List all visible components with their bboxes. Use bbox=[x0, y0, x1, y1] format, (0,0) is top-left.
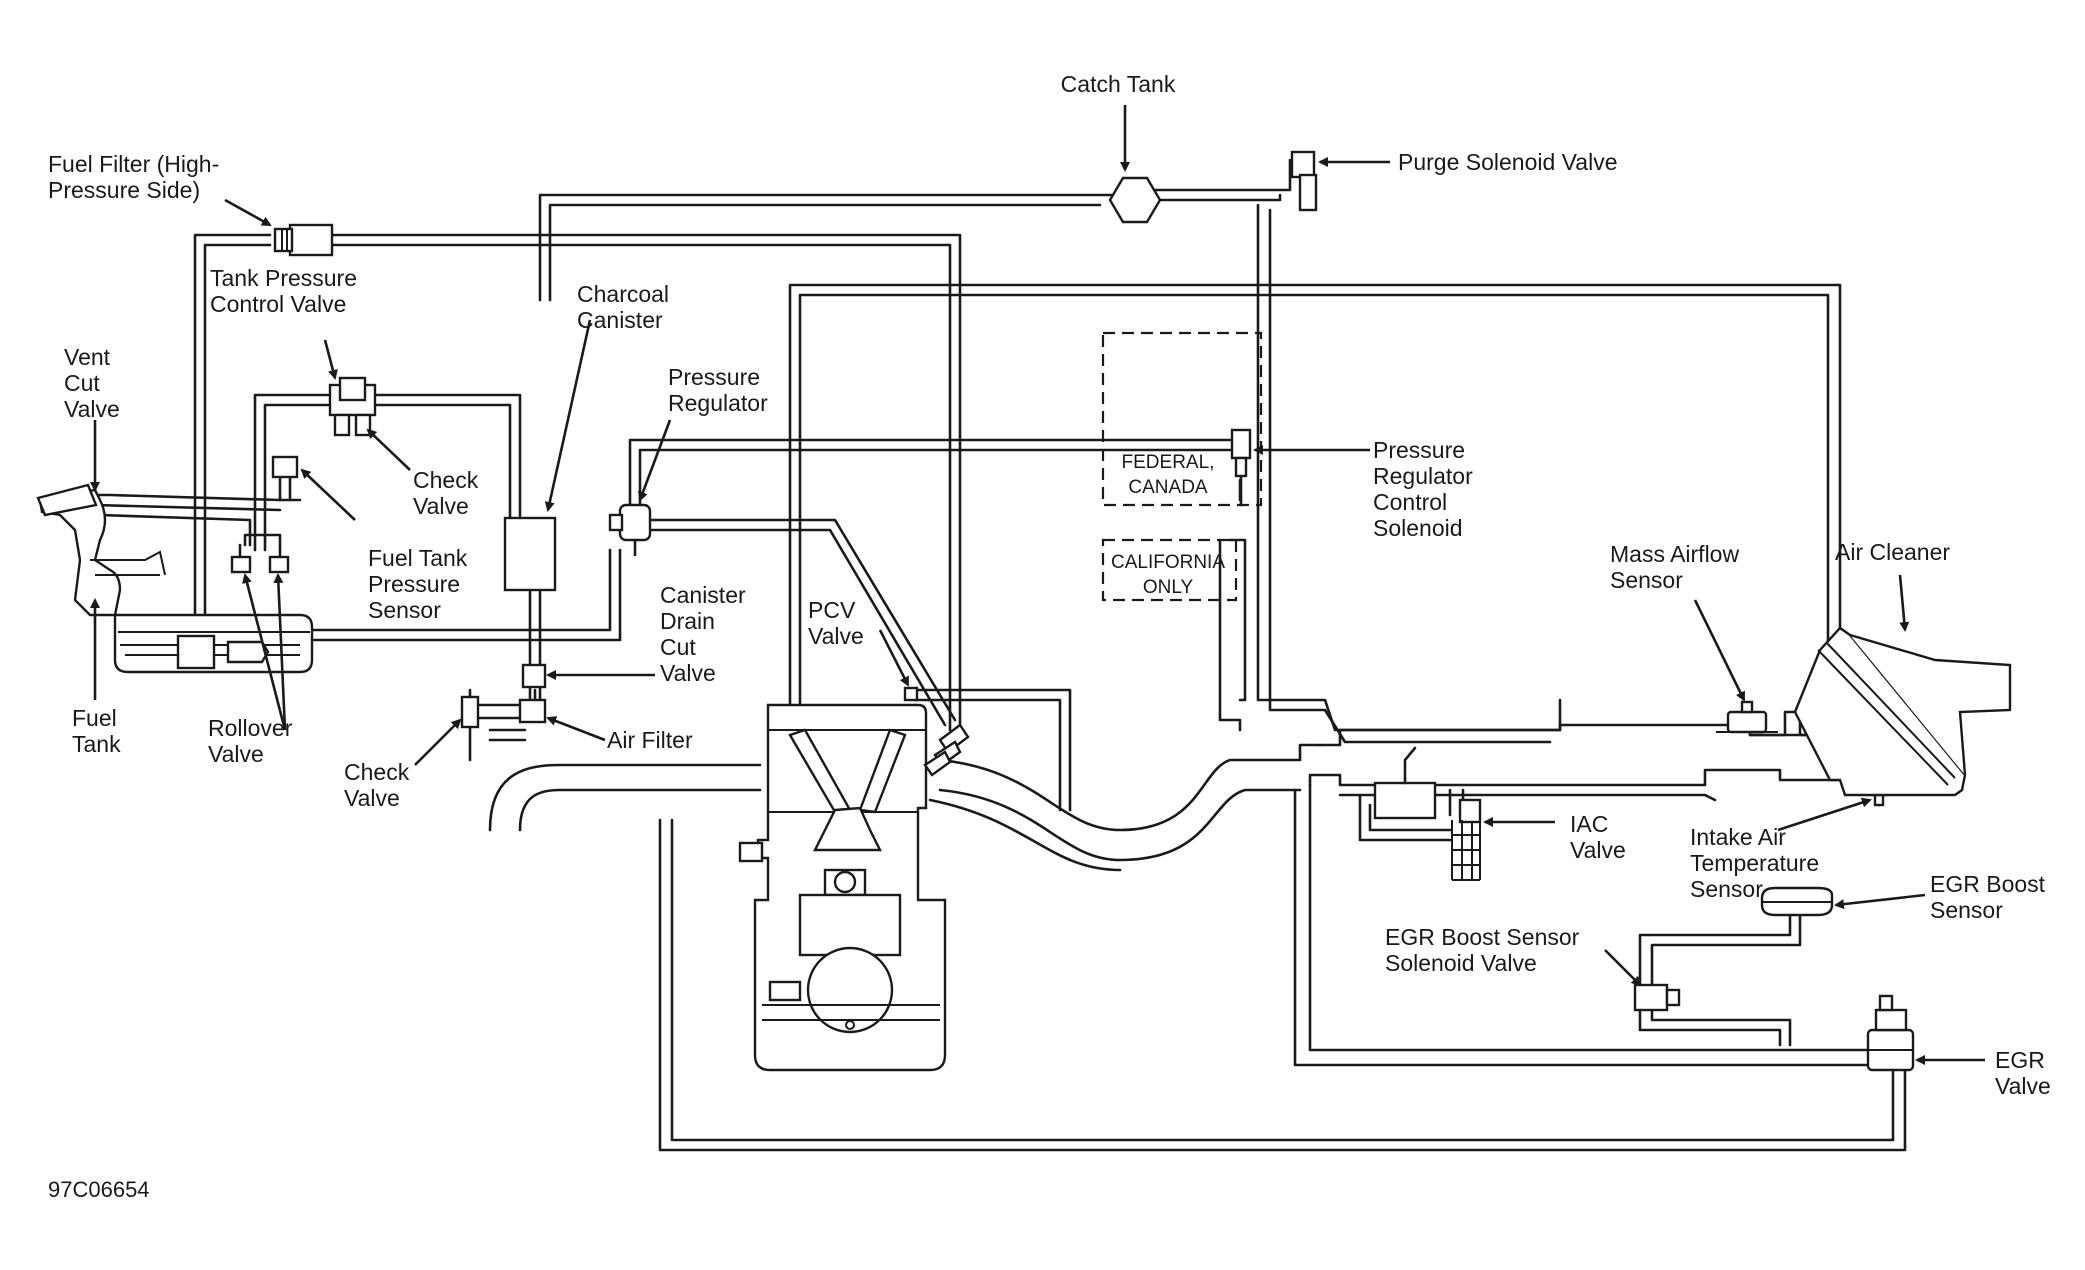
label-vent-cut-valve-1: Vent bbox=[64, 344, 111, 370]
label-canister-drain-cut-valve-4: Valve bbox=[660, 660, 716, 686]
label-mass-airflow-sensor-2: Sensor bbox=[1610, 567, 1683, 593]
air-filter-part bbox=[518, 698, 547, 724]
label-pr-control-solenoid-2: Regulator bbox=[1373, 463, 1473, 489]
vent-cut-valve-cap bbox=[36, 483, 98, 517]
label-fuel-tank-pressure-sensor-2: Pressure bbox=[368, 571, 460, 597]
label-pcv-valve-1: PCV bbox=[808, 597, 856, 623]
label-fuel-tank-pressure-sensor-1: Fuel Tank bbox=[368, 545, 468, 571]
label-pressure-regulator-1: Pressure bbox=[668, 364, 760, 390]
label-check-valve-lower-2: Valve bbox=[344, 785, 400, 811]
tank-pressure-control-valve bbox=[328, 376, 377, 437]
label-air-filter: Air Filter bbox=[607, 727, 693, 753]
label-pressure-regulator-2: Regulator bbox=[668, 390, 768, 416]
label-air-cleaner: Air Cleaner bbox=[1835, 539, 1950, 565]
engine bbox=[738, 703, 947, 1072]
label-tank-pressure-control-valve-1: Tank Pressure bbox=[210, 265, 357, 291]
pcv-valve-part bbox=[903, 686, 970, 777]
label-fuel-tank-2: Tank bbox=[72, 731, 121, 757]
label-canister-drain-cut-valve-3: Cut bbox=[660, 634, 696, 660]
fuel-tank-pressure-sensor bbox=[271, 455, 299, 479]
figure-code: 97C06654 bbox=[48, 1177, 150, 1202]
label-iat-sensor-3: Sensor bbox=[1690, 876, 1763, 902]
label-fuel-filter-2: Pressure Side) bbox=[48, 177, 200, 203]
egr-boost-sensor-solenoid-valve-part bbox=[1633, 983, 1681, 1012]
label-federal-canada-2: CANADA bbox=[1128, 477, 1208, 498]
label-iac-valve-2: Valve bbox=[1570, 837, 1626, 863]
egr-boost-sensor-part bbox=[1760, 886, 1834, 917]
vacuum-hoses bbox=[88, 158, 1907, 1152]
canister-drain-cut-valve bbox=[521, 663, 547, 689]
label-fuel-tank-pressure-sensor-3: Sensor bbox=[368, 597, 441, 623]
rollover-valves bbox=[230, 533, 290, 574]
label-egr-valve-2: Valve bbox=[1995, 1073, 2051, 1099]
label-egr-boost-solenoid-1: EGR Boost Sensor bbox=[1385, 924, 1580, 950]
label-iat-sensor-1: Intake Air bbox=[1690, 824, 1786, 850]
label-rollover-valve-1: Rollover bbox=[208, 715, 293, 741]
label-federal-canada-1: FEDERAL, bbox=[1122, 452, 1215, 473]
pressure-regulator-part bbox=[608, 503, 652, 557]
pressure-regulator-control-solenoid-part bbox=[1230, 428, 1252, 507]
label-california-only-1: CALIFORNIA bbox=[1111, 552, 1225, 573]
label-egr-valve-1: EGR bbox=[1995, 1047, 2045, 1073]
label-pr-control-solenoid-4: Solenoid bbox=[1373, 515, 1463, 541]
label-iat-sensor-2: Temperature bbox=[1690, 850, 1819, 876]
iac-valve-part bbox=[1373, 746, 1482, 881]
label-canister-drain-cut-valve-2: Drain bbox=[660, 608, 715, 634]
label-vent-cut-valve-3: Valve bbox=[64, 396, 120, 422]
component-labels: Catch Tank Purge Solenoid Valve Fuel Fil… bbox=[48, 71, 2051, 1202]
label-rollover-valve-2: Valve bbox=[208, 741, 264, 767]
label-purge-solenoid-valve: Purge Solenoid Valve bbox=[1398, 149, 1618, 175]
label-mass-airflow-sensor-1: Mass Airflow bbox=[1610, 541, 1739, 567]
label-pr-control-solenoid-1: Pressure bbox=[1373, 437, 1465, 463]
label-canister-drain-cut-valve-1: Canister bbox=[660, 582, 746, 608]
label-pcv-valve-2: Valve bbox=[808, 623, 864, 649]
label-charcoal-canister-2: Canister bbox=[577, 307, 663, 333]
label-charcoal-canister-1: Charcoal bbox=[577, 281, 669, 307]
label-egr-boost-sensor-2: Sensor bbox=[1930, 897, 2003, 923]
federal-canada-box bbox=[1101, 331, 1263, 507]
egr-valve-part bbox=[1866, 994, 1915, 1072]
label-fuel-tank-1: Fuel bbox=[72, 705, 117, 731]
charcoal-canister bbox=[503, 516, 557, 592]
label-egr-boost-solenoid-2: Solenoid Valve bbox=[1385, 950, 1537, 976]
label-iac-valve-1: IAC bbox=[1570, 811, 1608, 837]
air-cleaner-part bbox=[1793, 626, 2012, 797]
leader-arrows bbox=[90, 105, 1985, 1065]
label-catch-tank: Catch Tank bbox=[1061, 71, 1176, 97]
california-only-box bbox=[1101, 538, 1238, 602]
label-check-valve-upper-1: Check bbox=[413, 467, 479, 493]
purge-solenoid-valve bbox=[1290, 150, 1318, 212]
check-valve-lower-part bbox=[460, 688, 480, 762]
label-vent-cut-valve-2: Cut bbox=[64, 370, 100, 396]
label-check-valve-lower-1: Check bbox=[344, 759, 410, 785]
label-fuel-filter-1: Fuel Filter (High- bbox=[48, 151, 219, 177]
label-check-valve-upper-2: Valve bbox=[413, 493, 469, 519]
catch-tank bbox=[1108, 176, 1162, 224]
fuel-filter bbox=[273, 223, 334, 257]
mass-airflow-sensor-part bbox=[1716, 700, 1778, 734]
label-pr-control-solenoid-3: Control bbox=[1373, 489, 1447, 515]
label-tank-pressure-control-valve-2: Control Valve bbox=[210, 291, 346, 317]
label-egr-boost-sensor-1: EGR Boost bbox=[1930, 871, 2046, 897]
fuel-tank bbox=[38, 488, 314, 674]
label-california-only-2: ONLY bbox=[1143, 577, 1194, 598]
